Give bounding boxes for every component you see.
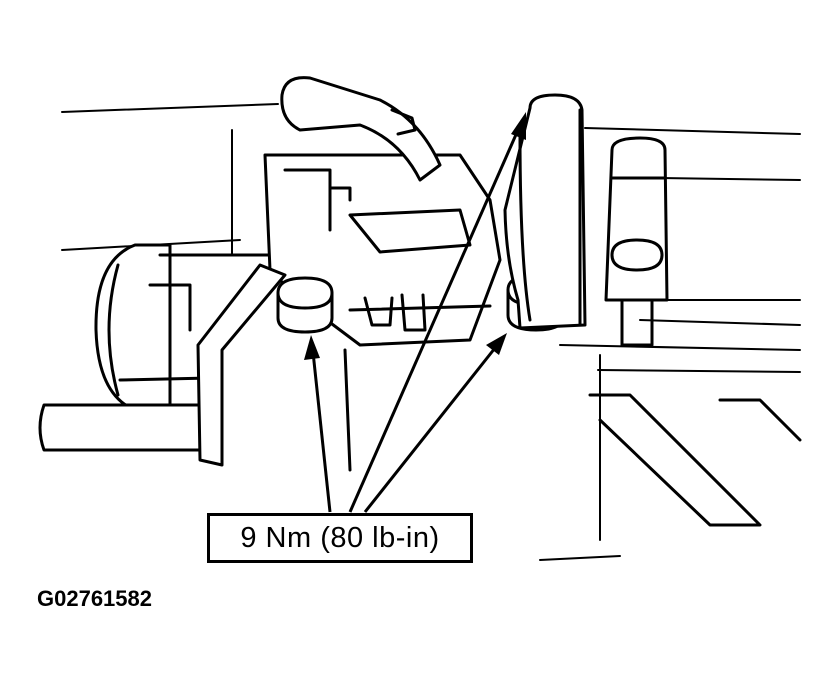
shaft [38,376,212,452]
background-structure [61,103,801,561]
callout-arrows [304,112,526,513]
upper-hose [280,76,442,182]
lower-right-bracket [588,393,802,527]
left-bolt [276,276,334,334]
sensor-fitting [604,136,669,347]
torque-spec-callout: 9 Nm (80 lb-in) [207,513,473,563]
reservoir-cylinder [503,93,587,330]
figure-id-label: G02761582 [37,586,152,611]
bracket-arm [196,263,352,472]
